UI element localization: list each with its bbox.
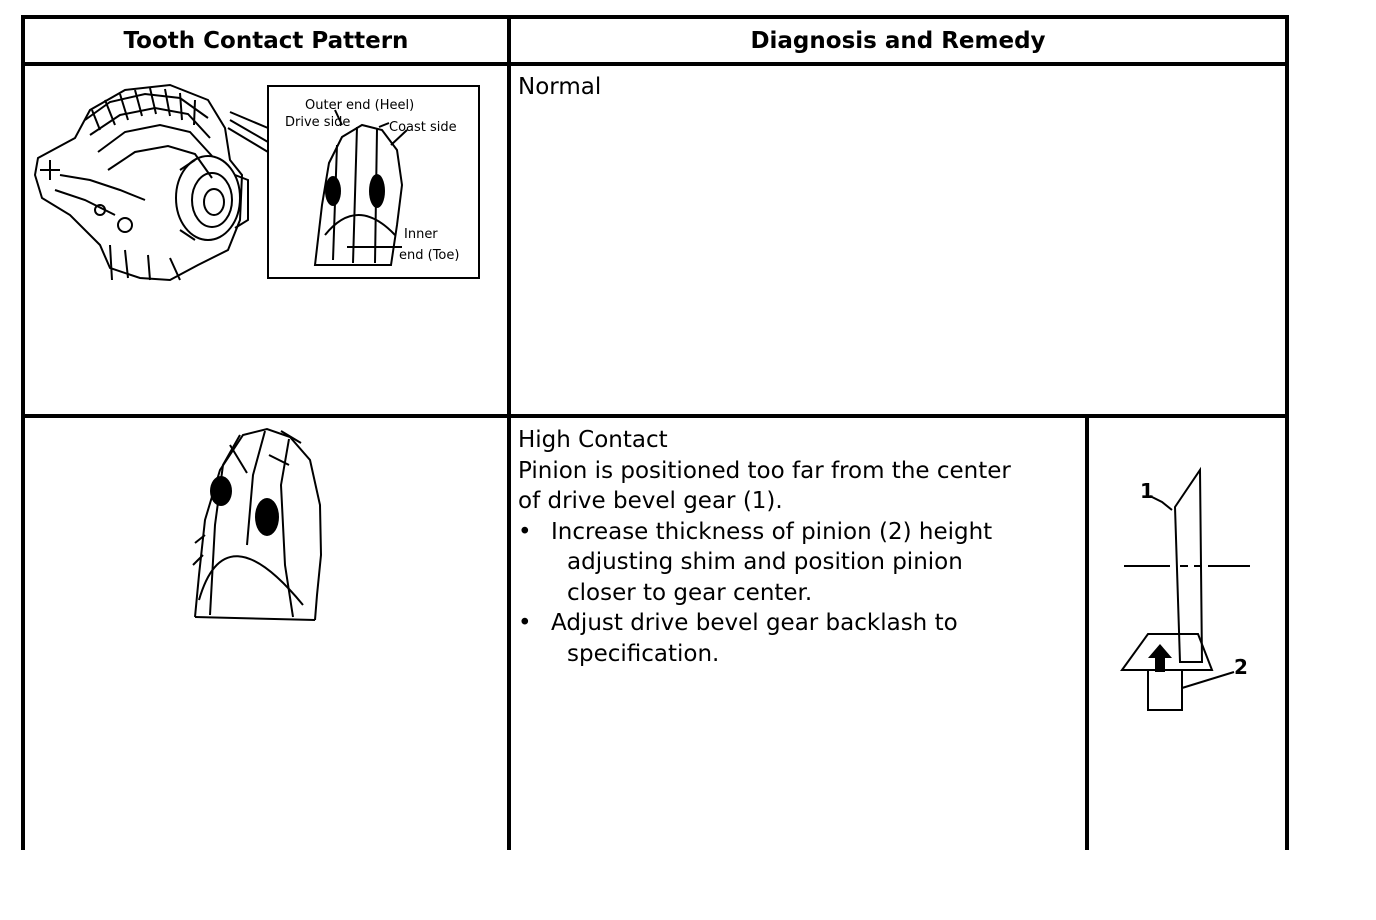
remedy-item: • Increase thickness of pinion (2) heigh… bbox=[518, 518, 993, 606]
bullet-glyph: • bbox=[518, 610, 532, 636]
label-inner: Inner bbox=[404, 227, 438, 242]
pinion-gear-position-diagram: 1 2 bbox=[1120, 466, 1250, 711]
high-contact-tooth-illustration bbox=[192, 427, 323, 621]
bullet-glyph: • bbox=[518, 518, 532, 545]
normal-tooth-contact-detail: Outer end (Heel) Drive side Coast side I… bbox=[267, 85, 480, 279]
remedy-item: • Adjust drive bevel gear backlash to sp… bbox=[518, 610, 958, 667]
diagnosis-normal: Normal bbox=[518, 74, 602, 100]
table-border-left bbox=[21, 15, 25, 850]
header-tooth-contact-pattern: Tooth Contact Pattern bbox=[123, 28, 409, 54]
diagnosis-explanation-line2: of drive bevel gear (1). bbox=[518, 488, 783, 514]
table-border-right bbox=[1285, 15, 1289, 850]
label-drive-side: Drive side bbox=[285, 115, 350, 130]
diagnosis-high-contact: High Contact Pinion is positioned too fa… bbox=[518, 425, 1083, 669]
diagnosis-explanation-line1: Pinion is positioned too far from the ce… bbox=[518, 457, 1011, 484]
label-coast-side: Coast side bbox=[389, 120, 457, 135]
figure-cell-divider bbox=[1085, 414, 1089, 850]
remedy-list: • Increase thickness of pinion (2) heigh… bbox=[518, 517, 1083, 670]
column-divider bbox=[507, 15, 511, 850]
differential-assembly-illustration bbox=[33, 83, 269, 282]
row-divider bbox=[21, 414, 1289, 418]
header-row-divider bbox=[21, 62, 1289, 66]
diagnosis-title: High Contact bbox=[518, 427, 668, 453]
header-diagnosis-and-remedy: Diagnosis and Remedy bbox=[750, 28, 1046, 54]
table-border-top bbox=[21, 15, 1289, 19]
callout-2-pinion: 2 bbox=[1234, 655, 1248, 679]
callout-1-drive-bevel-gear: 1 bbox=[1140, 479, 1154, 503]
label-end-toe: end (Toe) bbox=[399, 248, 459, 263]
label-outer-end-heel: Outer end (Heel) bbox=[305, 98, 414, 113]
